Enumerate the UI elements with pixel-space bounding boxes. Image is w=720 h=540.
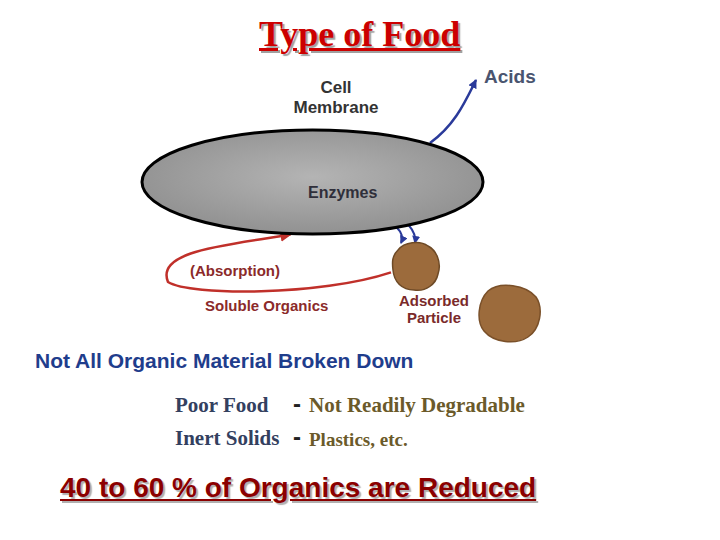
acids-label: Acids (484, 66, 536, 88)
absorption-arrow (167, 235, 391, 292)
cell-ellipse: Cell MembraneEnzymes (140, 128, 485, 236)
enzyme-arrow (409, 225, 416, 243)
acids-arrow (430, 80, 476, 143)
food-type: Inert Solids (175, 426, 279, 450)
dash: - (293, 390, 301, 418)
adsorbed-particle-label: Adsorbed Particle (384, 292, 484, 327)
cell-outline (140, 128, 485, 236)
summary-note: 40 to 60 % of Organics are Reduced (60, 472, 536, 504)
cell-membrane-heading: Cell Membrane (281, 78, 391, 117)
dash: - (293, 423, 301, 451)
slide-title: Type of Food (259, 14, 460, 55)
particle-outline (390, 240, 446, 294)
food-description: Not Readily Degradable (309, 393, 525, 417)
enzymes-label: Enzymes (308, 184, 377, 202)
soluble-organics-label: Soluble Organics (205, 297, 328, 314)
enzyme-arrow (397, 227, 403, 243)
food-description: Plastics, etc. (309, 429, 408, 451)
food-particle (479, 285, 540, 341)
absorption-label: (Absorption) (190, 262, 280, 279)
note-heading: Not All Organic Material Broken Down (35, 349, 413, 373)
adsorbed-particle: Adsorbed Particle (388, 240, 480, 332)
food-type: Poor Food (175, 393, 269, 417)
